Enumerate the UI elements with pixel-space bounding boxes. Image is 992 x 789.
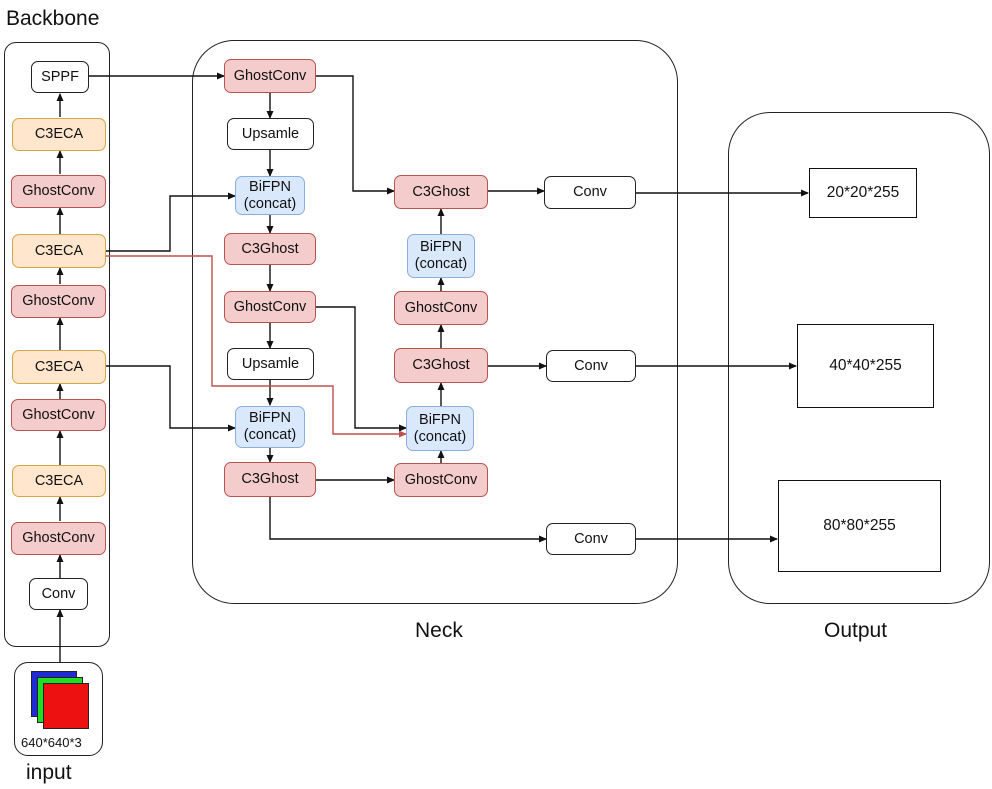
neck-c3ghost-top-right: C3Ghost [394,175,488,209]
backbone-sppf: SPPF [31,61,89,93]
head-conv-1: Conv [544,176,636,209]
neck-title: Neck [415,619,463,642]
backbone-c3eca-4: C3ECA [12,118,106,151]
edge-ghostconv-mid-bifpn-right [316,306,407,432]
backbone-title: Backbone [6,7,100,30]
input-title: input [26,761,72,784]
input-group [14,662,103,756]
neck-bifpn-1: BiFPN (concat) [235,176,305,215]
neck-c3ghost-mid-right: C3Ghost [394,348,488,383]
backbone-ghostconv-1: GhostConv [11,522,106,555]
neck-group [192,40,678,604]
output-group [728,112,990,604]
neck-upsample-2: Upsamle [227,348,314,380]
neck-c3ghost-2: C3Ghost [224,462,316,497]
neck-ghostconv-right: GhostConv [394,291,488,325]
edge-c3eca-skip-bifpn-right [106,255,407,438]
backbone-ghostconv-2: GhostConv [11,399,106,431]
output-40x40: 40*40*255 [797,324,934,408]
backbone-ghostconv-4: GhostConv [11,175,106,208]
neck-bifpn-2: BiFPN (concat) [235,406,305,448]
backbone-ghostconv-3: GhostConv [11,285,106,318]
backbone-conv: Conv [29,578,88,610]
backbone-group [4,42,110,647]
head-conv-3: Conv [546,523,636,555]
edge-ghostconv-top-c3ghost-right [316,75,395,195]
neck-c3ghost-1: C3Ghost [224,233,316,265]
backbone-c3eca-1: C3ECA [12,465,106,497]
edge-c3eca-lower-bifpn [106,365,236,432]
output-20x20: 20*20*255 [809,168,917,218]
backbone-c3eca-3: C3ECA [12,234,106,268]
input-channel-red [43,683,89,729]
neck-ghostconv-bottom-right: GhostConv [394,463,488,497]
neck-ghostconv-mid: GhostConv [224,291,316,323]
output-80x80: 80*80*255 [778,480,941,572]
head-conv-2: Conv [546,350,636,382]
edge-c3eca-upper-bifpn [106,192,236,252]
neck-ghostconv-top: GhostConv [224,59,316,93]
input-size-label: 640*640*3 [21,735,82,750]
output-title: Output [824,619,888,642]
backbone-c3eca-2: C3ECA [12,350,106,384]
neck-upsample-1: Upsamle [227,118,314,150]
edge-c3ghost-bottom-conv [269,497,547,543]
neck-bifpn-bottom-right: BiFPN (concat) [406,406,474,451]
neck-bifpn-top-right: BiFPN (concat) [407,234,475,278]
